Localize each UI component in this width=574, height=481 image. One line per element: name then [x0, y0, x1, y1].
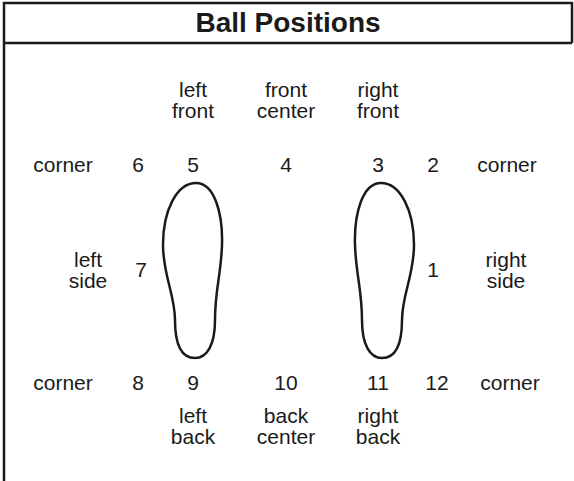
position-number: 1	[427, 259, 439, 280]
position-number: 6	[132, 154, 144, 175]
title-rule	[4, 42, 572, 45]
position-label: corner	[477, 154, 537, 175]
position-label: back center	[257, 405, 315, 448]
position-number: 5	[187, 154, 199, 175]
position-label: corner	[33, 372, 93, 393]
right-foot-outline	[355, 183, 414, 358]
position-number: 12	[425, 372, 448, 393]
position-label: left back	[171, 405, 215, 448]
position-label: left front	[172, 79, 214, 122]
position-label: right front	[357, 79, 399, 122]
diagram-title: Ball Positions	[195, 7, 380, 39]
position-label: corner	[480, 372, 540, 393]
position-label: right side	[486, 249, 527, 292]
position-number: 3	[372, 154, 384, 175]
position-number: 2	[427, 154, 439, 175]
position-label: front center	[257, 79, 315, 122]
position-label: corner	[33, 154, 93, 175]
left-foot-outline	[163, 183, 222, 358]
position-number: 11	[367, 372, 389, 393]
position-number: 9	[187, 372, 199, 393]
position-number: 8	[132, 372, 144, 393]
position-number: 10	[274, 372, 297, 393]
position-label: right back	[356, 405, 400, 448]
position-label: left side	[69, 249, 108, 292]
frame-border	[4, 3, 572, 481]
position-number: 4	[280, 154, 292, 175]
position-number: 7	[135, 259, 147, 280]
